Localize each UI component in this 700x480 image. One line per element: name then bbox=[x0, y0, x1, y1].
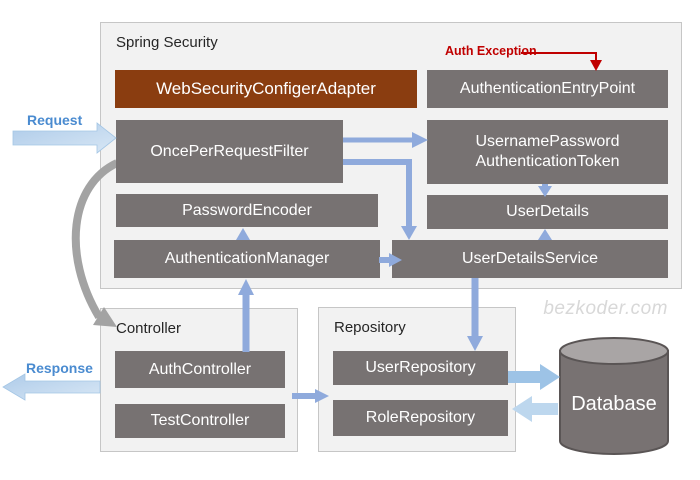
response-label: Response bbox=[26, 360, 93, 376]
box-label: WebSecurityConfigerAdapter bbox=[156, 79, 376, 99]
box-label: RoleRepository bbox=[365, 409, 476, 426]
box-label: UserDetailsService bbox=[461, 250, 599, 267]
box-label-line1: UsernamePassword bbox=[475, 133, 620, 150]
box-label: OncePerRequestFilter bbox=[150, 142, 309, 160]
box-authentication-entry-point: AuthenticationEntryPoint bbox=[427, 70, 668, 108]
box-label-line2: AuthenticationToken bbox=[475, 153, 620, 170]
box-label: UserDetails bbox=[506, 203, 589, 220]
box-label: TestController bbox=[150, 412, 250, 429]
spring-security-title: Spring Security bbox=[116, 34, 218, 51]
repository-title: Repository bbox=[334, 319, 406, 336]
box-label: AuthController bbox=[148, 360, 252, 378]
database-label: Database bbox=[571, 393, 657, 415]
box-user-repository: UserRepository bbox=[333, 351, 508, 385]
auth-exception-label: Auth Exception bbox=[445, 44, 537, 58]
database-cylinder-top bbox=[559, 337, 669, 365]
box-label: UserRepository bbox=[365, 359, 476, 376]
box-role-repository: RoleRepository bbox=[333, 400, 508, 436]
box-test-controller: TestController bbox=[115, 404, 285, 438]
box-auth-controller: AuthController bbox=[115, 351, 285, 388]
database-to-role-repository-arrow bbox=[512, 396, 558, 422]
box-once-per-request-filter: OncePerRequestFilter bbox=[116, 120, 343, 183]
box-password-encoder: PasswordEncoder bbox=[116, 194, 378, 227]
box-username-password-authentication-token: UsernamePassword AuthenticationToken bbox=[427, 120, 668, 184]
controller-title: Controller bbox=[116, 320, 182, 337]
response-arrow bbox=[2, 373, 101, 401]
box-web-security-configer-adapter: WebSecurityConfigerAdapter bbox=[115, 70, 417, 108]
box-label: AuthenticationManager bbox=[164, 250, 330, 267]
database-cylinder: Database bbox=[559, 337, 669, 455]
box-user-details-service: UserDetailsService bbox=[392, 240, 668, 278]
box-label: PasswordEncoder bbox=[182, 201, 312, 219]
box-authentication-manager: AuthenticationManager bbox=[114, 240, 380, 278]
request-label: Request bbox=[27, 112, 83, 128]
watermark: bezkoder.com bbox=[543, 298, 668, 319]
box-user-details: UserDetails bbox=[427, 195, 668, 229]
box-label: AuthenticationEntryPoint bbox=[459, 80, 636, 97]
